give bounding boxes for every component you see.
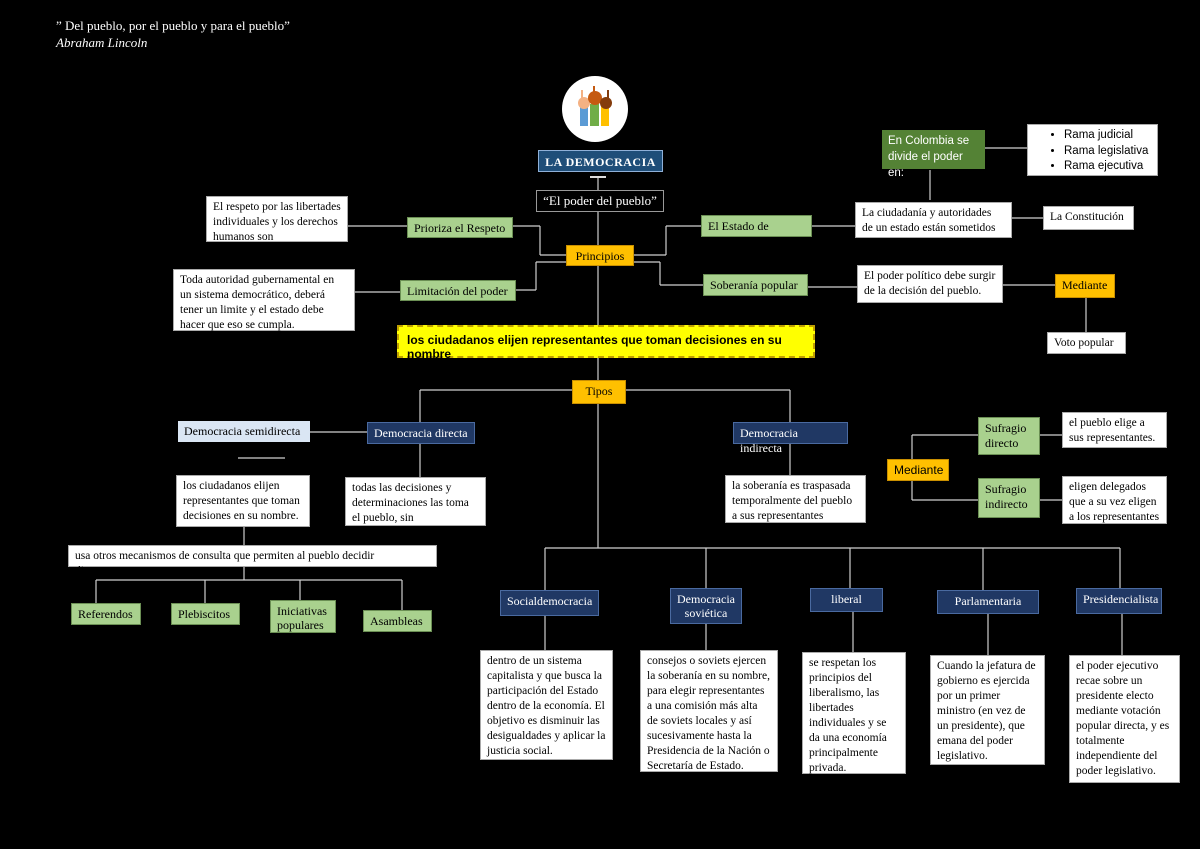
asambleas-node: Asambleas: [363, 610, 432, 632]
poder-politico-description: El poder político debe surgir de la deci…: [857, 265, 1003, 303]
sufragio-indirecto-description: eligen delegados que a su vez eligen a l…: [1062, 476, 1167, 524]
limitacion-description: Toda autoridad gubernamental en un siste…: [173, 269, 355, 331]
title-divider: [590, 176, 606, 178]
rama-item: Rama judicial: [1064, 128, 1157, 144]
sufragio-indirecto-node: Sufragio indirecto: [978, 478, 1040, 518]
ramas-list: Rama judicial Rama legislativa Rama ejec…: [1027, 124, 1158, 176]
logo: [562, 76, 628, 142]
socialdemocracia-node: Socialdemocracia: [500, 590, 599, 616]
referendos-node: Referendos: [71, 603, 141, 625]
raised-hands-icon: [578, 86, 612, 126]
limitacion-poder-node: Limitación del poder: [400, 280, 516, 301]
quote-author: Abraham Lincoln: [56, 34, 148, 50]
indirecta-description: la soberanía es traspasada temporalmente…: [725, 475, 866, 537]
liberal-node: liberal: [810, 588, 883, 612]
parlamentaria-node: Parlamentaria: [937, 590, 1039, 614]
respeto-description: El respeto por las libertades individual…: [206, 196, 348, 258]
principios-node: Principios: [566, 245, 634, 266]
voto-popular-node: Voto popular: [1047, 332, 1126, 354]
rama-item: Rama legislativa: [1064, 144, 1157, 160]
indirecta-node: Democracia indirecta: [733, 422, 848, 455]
directa-description: todas las decisiones y determinaciones l…: [345, 477, 486, 539]
mediante-node: Mediante: [1055, 274, 1115, 298]
sufragio-directo-description: el pueblo elige a sus representantes.: [1062, 412, 1167, 448]
estado-derecho-node: El Estado de Derecho: [701, 215, 812, 248]
liberal-description: se respetan los principios del liberalis…: [802, 652, 906, 774]
presidencialista-description: el poder ejecutivo recae sobre un presid…: [1069, 655, 1180, 783]
colombia-division-node: En Colombia se divide el poder en:: [882, 130, 985, 179]
soberania-popular-node: Soberanía popular: [703, 274, 808, 296]
sovietica-description: consejos o soviets ejercen la soberanía …: [640, 650, 778, 772]
semidirecta-node: Democracia semidirecta: [178, 421, 310, 442]
ciudadania-description: La ciudadanía y autoridades de un estado…: [855, 202, 1012, 249]
prioriza-respeto-node: Prioriza el Respeto: [407, 217, 513, 238]
quote-text: ” Del pueblo, por el pueblo y para el pu…: [56, 18, 290, 33]
constitucion-node: La Constitución: [1043, 206, 1134, 230]
socialdemocracia-description: dentro de un sistema capitalista y que b…: [480, 650, 613, 760]
page-title: LA DEMOCRACIA: [538, 150, 663, 172]
presidencialista-node: Presidencialista: [1076, 588, 1162, 614]
subtitle: “El poder del pueblo”: [536, 190, 664, 212]
iniciativas-node: Iniciativas populares: [270, 600, 336, 633]
quote-block: ” Del pueblo, por el pueblo y para el pu…: [56, 18, 290, 52]
rama-item: Rama ejecutiva: [1064, 159, 1157, 175]
mecanismos-description: usa otros mecanismos de consulta que per…: [68, 545, 437, 577]
sovietica-node: Democracia soviética: [670, 588, 742, 624]
central-statement: los ciudadanos elijen representantes que…: [397, 325, 815, 361]
parlamentaria-description: Cuando la jefatura de gobierno es ejerci…: [930, 655, 1045, 765]
semidirecta-description: los ciudadanos elijen representantes que…: [176, 475, 310, 527]
plebiscitos-node: Plebiscitos: [171, 603, 240, 625]
sufragio-directo-node: Sufragio directo: [978, 417, 1040, 455]
indirecta-mediante-node: Mediante: [887, 459, 949, 481]
directa-node: Democracia directa: [367, 422, 475, 444]
tipos-node: Tipos: [572, 380, 626, 404]
